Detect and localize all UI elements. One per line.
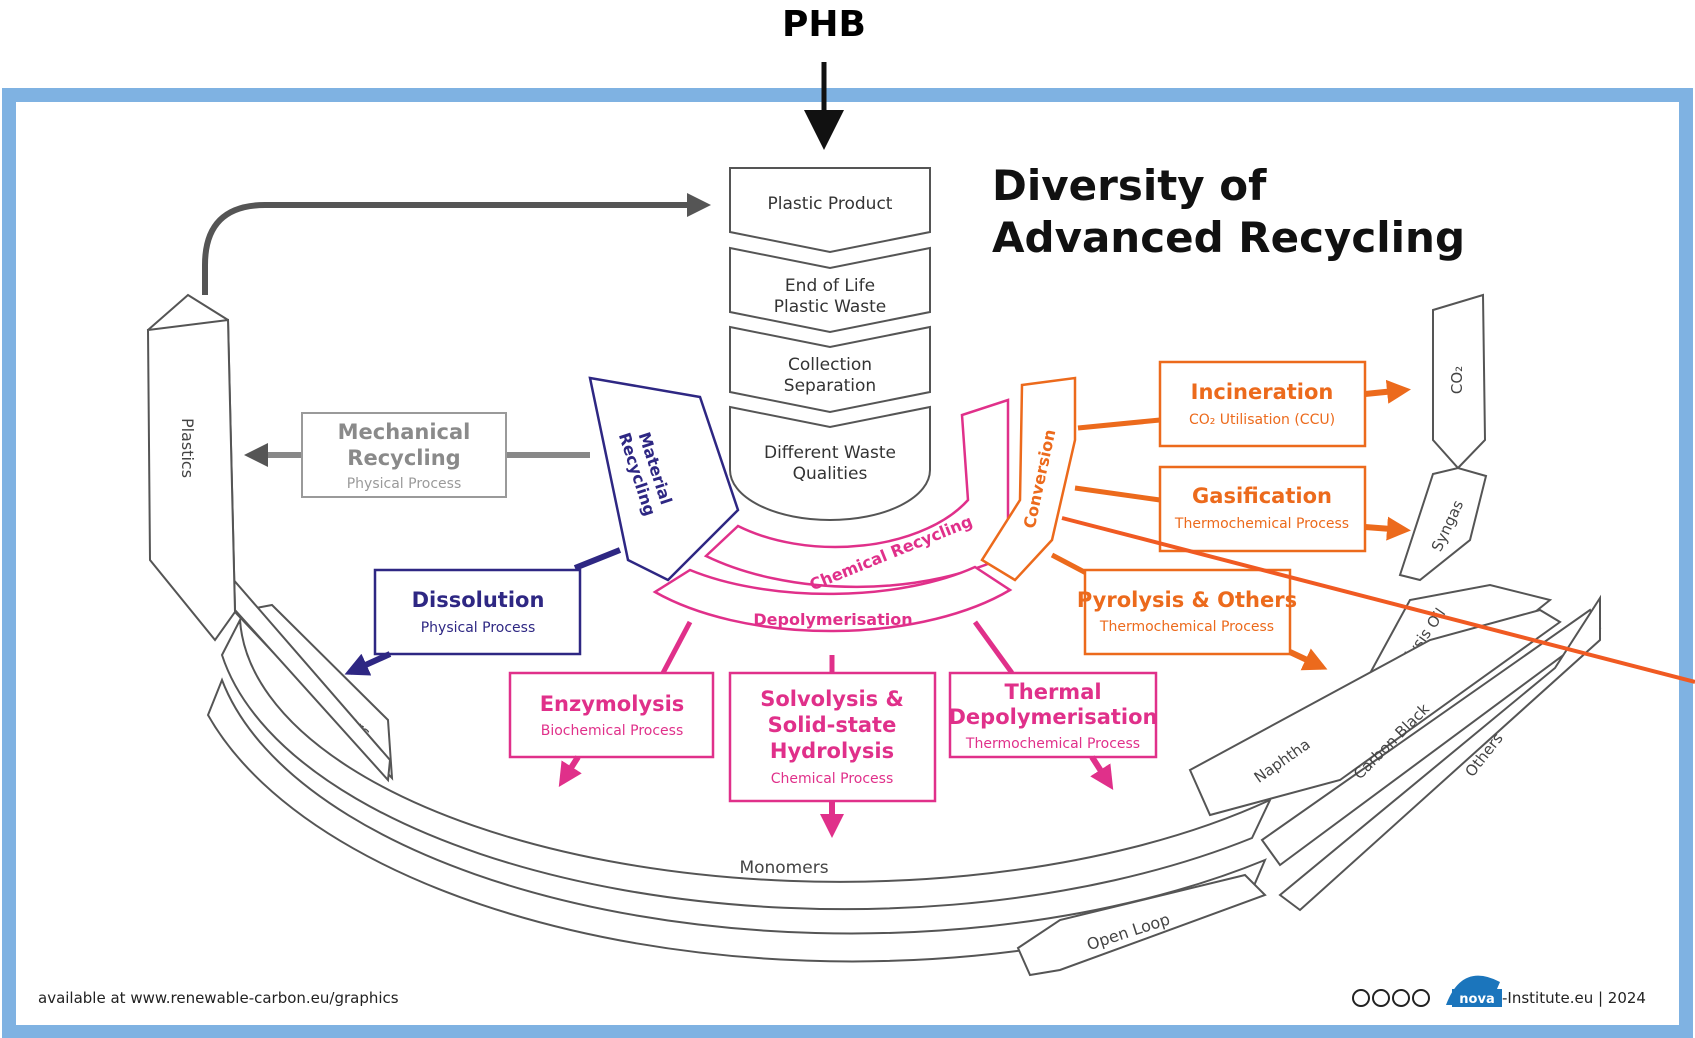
- collection-line1: Collection: [788, 355, 872, 375]
- depolymerisation-arc: Depolymerisation: [652, 565, 1013, 633]
- pipeline-waste-qualities: Different Waste Qualities: [729, 405, 931, 521]
- dissolution-arrow: [344, 651, 392, 676]
- solvolysis-line3: Hydrolysis: [770, 739, 894, 763]
- gasification-box: Gasification Thermochemical Process: [1158, 465, 1367, 553]
- dissolution-link: [573, 547, 622, 571]
- naphtha-band: [1188, 608, 1562, 817]
- phb-label: PHB: [782, 4, 866, 45]
- co2-label: CO₂: [1448, 366, 1466, 394]
- plastics-band-left: [146, 318, 237, 642]
- incineration-box: Incineration CO₂ Utilisation (CCU): [1158, 360, 1367, 448]
- mechanical-line1: Mechanical: [338, 420, 471, 444]
- thermal-box: Thermal Depolymerisation Thermochemical …: [949, 671, 1158, 759]
- plastic-product-label: Plastic Product: [768, 194, 893, 214]
- nova-logo-text: nova: [1459, 992, 1494, 1007]
- enzymolysis-box: Enzymolysis Biochemical Process: [508, 671, 715, 759]
- nova-logo: nova: [1446, 975, 1502, 1007]
- pyrolysis-arrow: [1288, 648, 1328, 671]
- footer-source: available at www.renewable-carbon.eu/gra…: [38, 989, 399, 1007]
- mechanical-line2: Recycling: [347, 446, 460, 470]
- end-of-life-line2: Plastic Waste: [774, 297, 887, 317]
- solvolysis-sub: Chemical Process: [771, 771, 894, 787]
- nc-icon: [1392, 989, 1410, 1007]
- callout-line: [1061, 516, 1695, 684]
- diagram-title-line2: Advanced Recycling: [992, 213, 1465, 262]
- pyrolysis-sub: Thermochemical Process: [1099, 619, 1274, 635]
- diagram-title-line1: Diversity of: [992, 161, 1267, 210]
- dissolution-title: Dissolution: [412, 588, 545, 612]
- end-of-life-line1: End of Life: [785, 276, 875, 296]
- footer-institute: -Institute.eu | 2024: [1502, 989, 1646, 1007]
- enzymolysis-title: Enzymolysis: [540, 692, 685, 716]
- waste-qualities-line1: Different Waste: [764, 443, 896, 463]
- thermal-arrow: [1089, 755, 1114, 791]
- pipeline-end-of-life: End of Life Plastic Waste: [729, 246, 931, 334]
- incineration-title: Incineration: [1191, 380, 1334, 404]
- incineration-link: [1077, 417, 1161, 431]
- license-icons: [1352, 989, 1430, 1007]
- solvolysis-box: Solvolysis & Solid-state Hydrolysis Chem…: [728, 671, 937, 803]
- pyrolysis-title: Pyrolysis & Others: [1077, 588, 1297, 612]
- pipeline-collection: Collection Separation: [729, 325, 931, 414]
- monomers-band: [220, 616, 1273, 911]
- thermal-link: [972, 620, 1015, 675]
- thermal-line1: Thermal: [1004, 680, 1101, 704]
- monomers-label: Monomers: [739, 858, 828, 878]
- incineration-arrow: [1364, 379, 1411, 404]
- dissolution-sub: Physical Process: [421, 620, 536, 636]
- solvolysis-line2: Solid-state: [768, 713, 897, 737]
- thermal-sub: Thermochemical Process: [965, 736, 1140, 752]
- open-loop-band: [1016, 873, 1267, 977]
- co2-band: [1432, 293, 1487, 470]
- gasification-link: [1074, 485, 1161, 503]
- mechanical-recycling-box: Mechanical Recycling Physical Process: [301, 412, 507, 498]
- solvolysis-line1: Solvolysis &: [760, 687, 904, 711]
- monomers-band-outer: [206, 677, 1267, 963]
- thermal-line2: Depolymerisation: [949, 705, 1158, 729]
- blue-frame: [2, 88, 1693, 1038]
- collection-line2: Separation: [784, 376, 876, 396]
- conversion-wedge: Conversion: [980, 376, 1077, 582]
- syngas-band: [1398, 466, 1488, 582]
- cc-icon: [1352, 989, 1370, 1007]
- plastics-label: Plastics: [178, 418, 197, 478]
- waste-qualities-line2: Qualities: [793, 464, 868, 484]
- incineration-sub: CO₂ Utilisation (CCU): [1189, 412, 1335, 428]
- gasification-sub: Thermochemical Process: [1174, 516, 1349, 532]
- pyrolysis-link: [1050, 552, 1092, 578]
- by-icon: [1372, 989, 1390, 1007]
- mechanical-sub: Physical Process: [347, 476, 462, 492]
- others-band: [1278, 594, 1601, 912]
- pyrolysis-box: Pyrolysis & Others Thermochemical Proces…: [1077, 568, 1297, 656]
- nd-icon: [1412, 989, 1430, 1007]
- plastics-return-arrow: [202, 193, 711, 295]
- enzymolysis-sub: Biochemical Process: [541, 723, 684, 739]
- pipeline-plastic-product: Plastic Product: [729, 167, 931, 254]
- gasification-title: Gasification: [1192, 484, 1332, 508]
- depolymerisation-label: Depolymerisation: [753, 610, 912, 629]
- enzymolysis-link: [660, 620, 693, 675]
- dissolution-box: Dissolution Physical Process: [373, 568, 582, 656]
- enzymolysis-arrow: [558, 755, 582, 788]
- gasification-arrow: [1364, 516, 1411, 541]
- material-recycling-wedge: Material Recycling: [588, 376, 740, 582]
